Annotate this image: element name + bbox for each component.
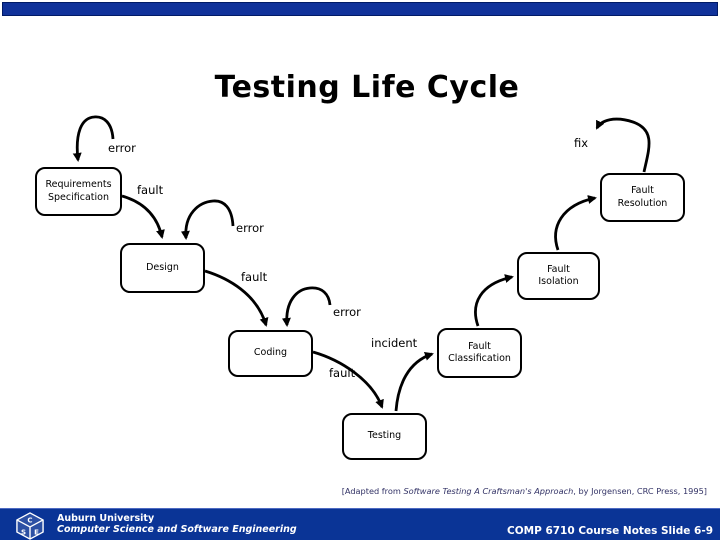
label-error-design: error [236, 221, 264, 235]
node-design: Design [120, 243, 205, 293]
citation-book-title: Software Testing A Craftsman's Approach [403, 486, 574, 496]
org-department: Computer Science and Software Engineerin… [57, 524, 297, 535]
node-label: Coding [253, 347, 288, 359]
node-label: Testing [367, 430, 402, 442]
node-requirements-specification: Requirements Specification [35, 167, 122, 216]
node-fault-resolution: Fault Resolution [600, 173, 685, 222]
label-fault-requirements: fault [137, 183, 164, 197]
citation-prefix: [Adapted from [341, 486, 404, 496]
arrow-fault-design-coding-icon [204, 269, 269, 327]
footer-bar: C S E Auburn University Computer Science… [0, 508, 720, 540]
logo-letter: E [34, 528, 39, 536]
arrow-classification-isolation-icon [474, 274, 514, 327]
page-title: Testing Life Cycle [214, 70, 520, 105]
arrow-error-requirements-icon [72, 115, 115, 162]
logo-letter: S [21, 528, 26, 536]
course-slide-number: COMP 6710 Course Notes Slide 6-9 [507, 525, 713, 537]
arrow-fix-resolution-icon [595, 117, 651, 173]
node-label: Specification [48, 191, 109, 203]
citation-suffix: , by Jorgensen, CRC Press, 1995] [573, 486, 707, 496]
node-coding: Coding [228, 330, 313, 377]
node-label: Isolation [538, 276, 579, 287]
arrow-error-design-icon [180, 199, 235, 240]
node-fault-isolation: Fault Isolation [517, 252, 600, 300]
node-label: Fault [631, 185, 654, 197]
node-fault-classification: Fault Classification [437, 328, 522, 378]
node-label: Fault [547, 263, 570, 275]
label-incident: incident [371, 336, 418, 350]
arrow-incident-testing-classification-icon [394, 351, 434, 412]
label-error-coding: error [333, 305, 361, 319]
organization-block: Auburn University Computer Science and S… [57, 513, 297, 535]
arrow-fault-requirements-design-icon [121, 194, 165, 239]
label-error-requirements: error [108, 141, 136, 155]
label-fault-design: fault [241, 270, 268, 284]
node-testing: Testing [342, 413, 427, 460]
citation: [Adapted from Software Testing A Craftsm… [342, 486, 707, 496]
node-label: Resolution [617, 197, 668, 209]
arrow-fault-coding-testing-icon [312, 350, 384, 409]
arrow-error-coding-icon [281, 286, 332, 327]
org-name: Auburn University [57, 513, 155, 524]
label-fix: fix [574, 136, 589, 150]
node-label: Fault [468, 340, 491, 352]
top-accent-bar [2, 2, 718, 16]
logo-letter: C [27, 517, 32, 525]
csse-cube-logo-icon: C S E [16, 512, 44, 540]
node-label: Requirements [45, 179, 112, 191]
arrow-isolation-resolution-icon [554, 195, 597, 251]
label-fault-coding: fault [329, 366, 356, 380]
node-label: Classification [448, 353, 511, 364]
node-label: Design [146, 261, 179, 273]
